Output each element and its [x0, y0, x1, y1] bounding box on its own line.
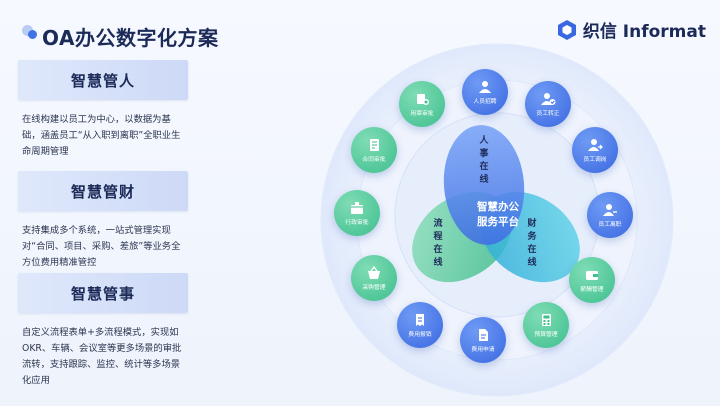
section-heading: 智慧管财 — [18, 171, 188, 211]
node-expense-reimbursement[interactable]: 费用报销 — [397, 302, 443, 348]
node-seal-approval[interactable]: 用章审批 — [399, 81, 445, 127]
node-recruitment[interactable]: 人员招聘 — [462, 69, 508, 115]
receipt-icon — [416, 313, 424, 326]
center-line-2: 服务平台 — [477, 216, 519, 228]
section-affairs: 智慧管事 自定义流程表单+多流程模式，实现如OKR、车辆、会议室等更多场景的审批… — [18, 273, 188, 389]
petal-left — [412, 191, 512, 283]
section-finance: 智慧管财 支持集成多个系统，一站式管理实现对“合同、项目、采购、差旅”等业务全方… — [18, 171, 188, 271]
petal-label-finance: 财务在线 — [527, 219, 537, 268]
node-regularization[interactable]: 员工转正 — [525, 81, 571, 127]
platform-center-label: 智慧办公 服务平台 — [462, 200, 534, 230]
node-resignation[interactable]: 员工离职 — [587, 192, 633, 238]
node-expense-application[interactable]: 费用申请 — [460, 317, 506, 363]
petal-label-hr: 人事在线 — [479, 136, 489, 185]
node-budget[interactable]: 预算管理 — [523, 302, 569, 348]
document-icon — [479, 328, 488, 341]
section-body: 在线构建以员工为中心，以数据为基础，涵盖员工“从入职到离职”全职业生命周期管理 — [22, 114, 181, 157]
node-administrative-approval[interactable]: 行政审批 — [334, 190, 380, 236]
node-salary[interactable]: 薪酬管理 — [569, 257, 615, 303]
calculator-icon — [542, 313, 551, 326]
petal-label-process: 流程在线 — [433, 219, 443, 268]
section-body: 支持集成多个系统，一站式管理实现对“合同、项目、采购、差旅”等业务全方位费用精准… — [22, 225, 181, 268]
page-title: OA办公数字化方案 — [42, 25, 219, 50]
seal-icon — [417, 93, 429, 105]
node-transfer[interactable]: 员工调岗 — [572, 127, 618, 173]
brand-logo-icon — [557, 19, 576, 40]
stamp-icon — [351, 201, 363, 214]
section-heading: 智慧管事 — [18, 273, 188, 313]
person-icon — [479, 80, 491, 93]
wallet-icon — [586, 270, 598, 280]
center-line-1: 智慧办公 — [477, 201, 519, 213]
contract-icon — [370, 138, 379, 151]
title-dot-icon — [22, 25, 33, 36]
person-transfer-icon — [588, 138, 603, 151]
person-check-icon — [541, 92, 556, 105]
node-procurement[interactable]: 采购管理 — [351, 255, 397, 301]
section-body: 自定义流程表单+多流程模式，实现如OKR、车辆、会议室等更多场景的审批流转，支持… — [22, 327, 182, 386]
person-leave-icon — [603, 203, 617, 216]
section-heading: 智慧管人 — [18, 60, 188, 100]
page-title-wrap: OA办公数字化方案 — [22, 22, 218, 50]
node-contract-approval[interactable]: 合同审批 — [351, 127, 397, 173]
section-people: 智慧管人 在线构建以员工为中心，以数据为基础，涵盖员工“从入职到离职”全职业生命… — [18, 60, 188, 160]
title-dot-accent-icon — [28, 30, 37, 39]
brand-name: 织信 Informat — [582, 22, 706, 42]
basket-icon — [368, 265, 380, 279]
brand: 织信 Informat — [557, 17, 706, 42]
